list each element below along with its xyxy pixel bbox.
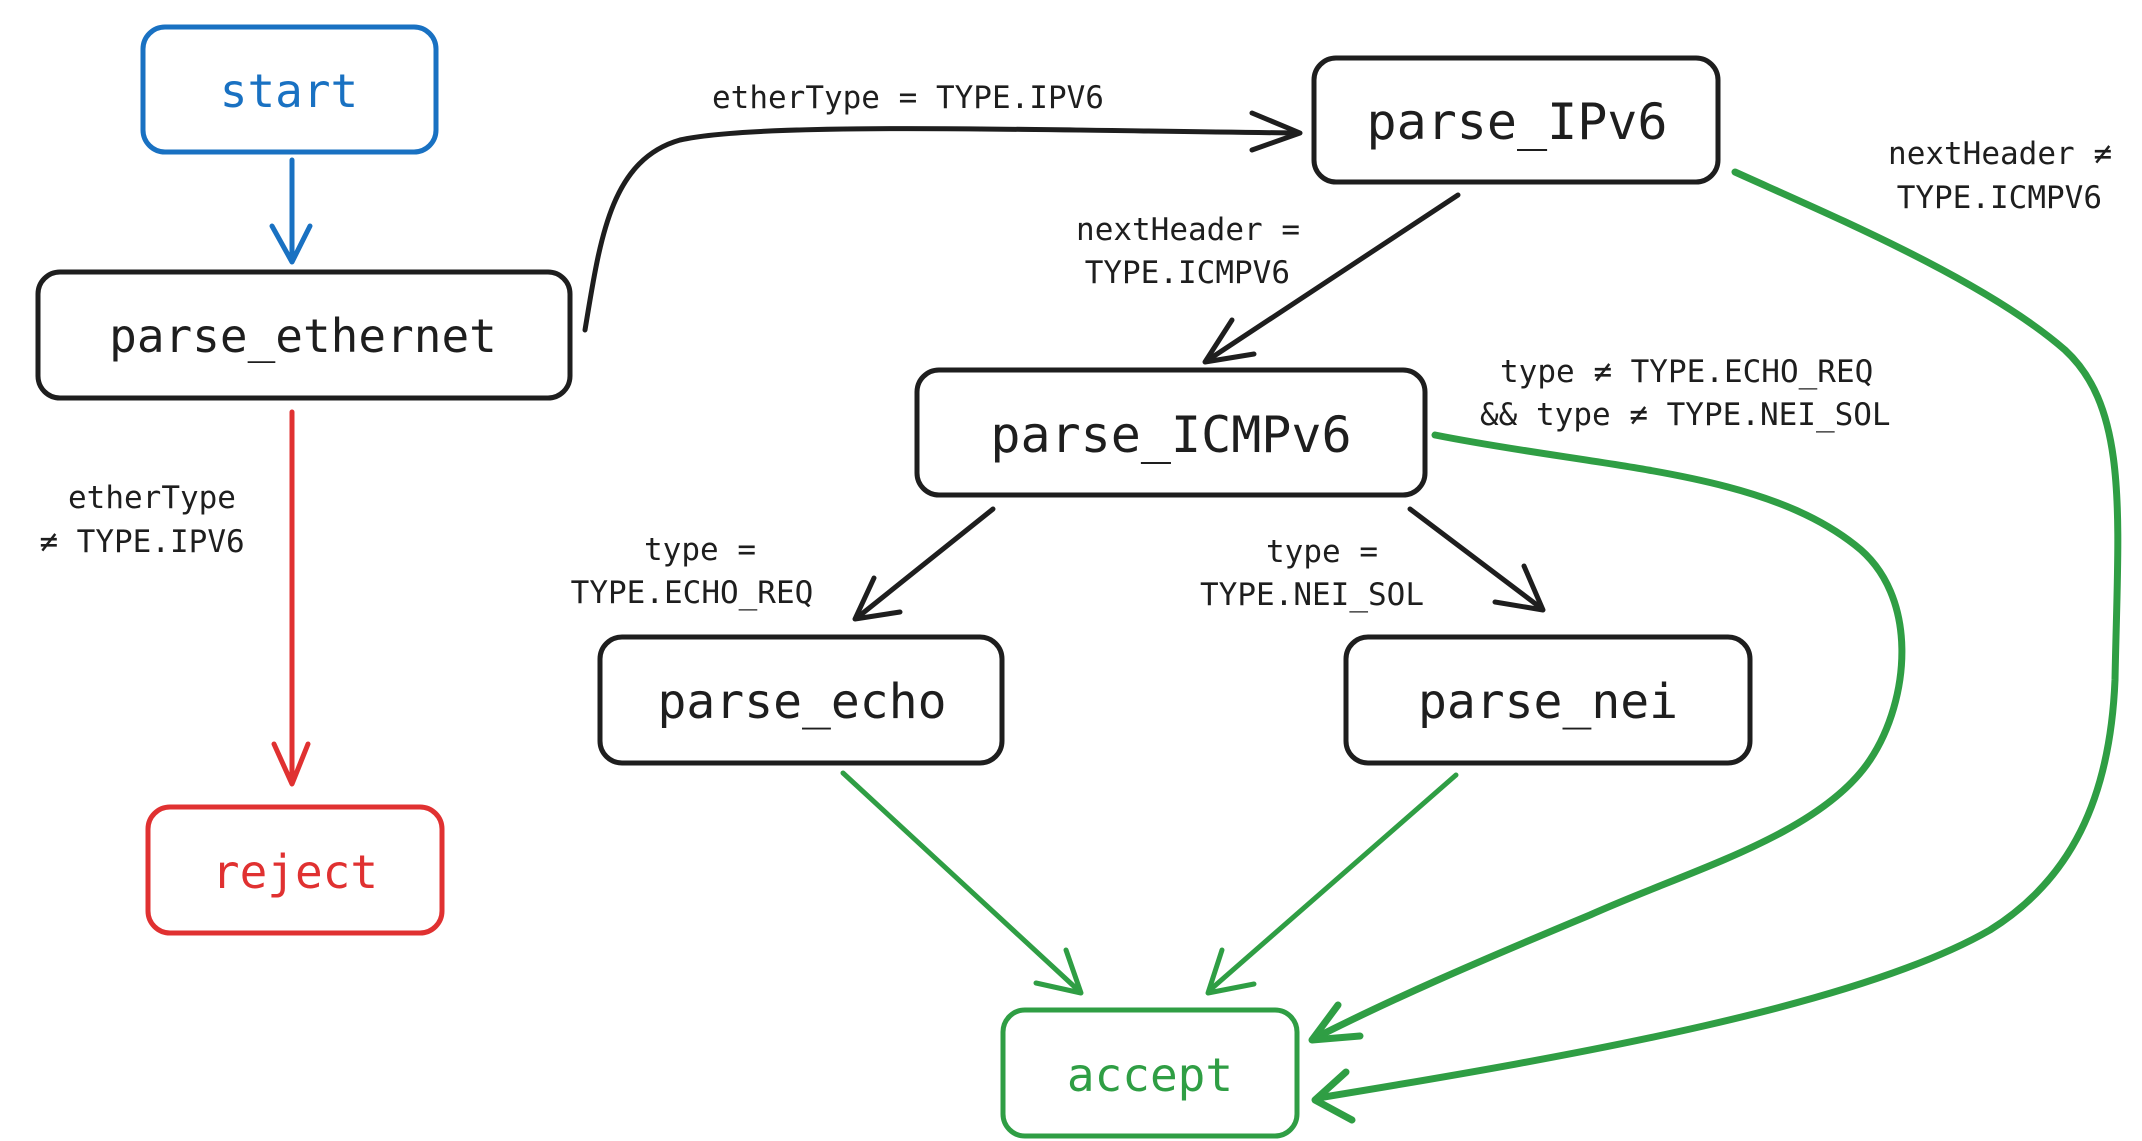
- node-reject: reject: [145, 804, 445, 936]
- arrowhead-start-to-parse-ethernet: [269, 223, 313, 265]
- label-type-eq-nei-line2: TYPE.NEI_SOL: [1200, 577, 1424, 613]
- node-accept: accept: [1000, 1007, 1300, 1139]
- node-accept-label: accept: [1067, 1048, 1233, 1102]
- node-parse-icmpv6-label: parse_ICMPv6: [990, 406, 1351, 464]
- arrowhead-parse-icmpv6-to-parse-echo: [852, 575, 903, 622]
- arrowhead-parse-ethernet-to-parse-ipv6: [1249, 110, 1303, 153]
- label-type-eq-echo-line1: type =: [644, 532, 756, 568]
- node-parse-ethernet-box: [35, 269, 573, 401]
- edge-parse-ethernet-to-parse-ipv6: [582, 126, 1301, 333]
- node-parse-ipv6: parse_IPv6: [1311, 55, 1721, 185]
- edge-labels: etherType = TYPE.IPV6 etherType ≠ TYPE.I…: [39, 80, 2112, 613]
- node-start: start: [140, 24, 439, 155]
- node-start-box: [140, 24, 439, 155]
- arrowhead-parse-icmpv6-to-accept: [1308, 1001, 1364, 1044]
- label-ethertype-eq-ipv6: etherType = TYPE.IPV6: [712, 80, 1104, 116]
- label-type-eq-echo-line2: TYPE.ECHO_REQ: [571, 575, 814, 611]
- label-nextheader-ne-line1: nextHeader ≠: [1888, 136, 2112, 172]
- edges: [269, 110, 2122, 1124]
- label-ethertype-ne-ipv6-line2: ≠ TYPE.IPV6: [39, 524, 244, 560]
- edge-parse-icmpv6-to-accept: [1311, 431, 1906, 1042]
- node-parse-nei: parse_nei: [1343, 634, 1753, 766]
- label-nextheader-eq-line2: TYPE.ICMPV6: [1085, 255, 1290, 291]
- node-reject-label: reject: [212, 845, 378, 899]
- node-parse-echo: parse_echo: [597, 634, 1005, 766]
- edge-parse-nei-to-accept: [1207, 772, 1459, 993]
- node-parse-ethernet: parse_ethernet: [35, 269, 573, 401]
- arrowhead-parse-ethernet-to-reject: [271, 741, 311, 787]
- arrowhead-parse-ipv6-to-accept: [1311, 1068, 1356, 1124]
- node-parse-ipv6-label: parse_IPv6: [1366, 93, 1667, 151]
- node-accept-box: [1000, 1007, 1300, 1139]
- nodes: start parse_ethernet parse_IPv6 parse_IC…: [35, 24, 1753, 1139]
- label-nextheader-ne-line2: TYPE.ICMPV6: [1897, 180, 2102, 216]
- edge-parse-icmpv6-to-parse-nei: [1407, 506, 1544, 611]
- label-nextheader-eq-line1: nextHeader =: [1076, 212, 1300, 248]
- node-parse-ipv6-box: [1311, 55, 1721, 185]
- node-reject-box: [145, 804, 445, 936]
- arrowhead-parse-icmpv6-to-parse-nei: [1492, 563, 1546, 613]
- edge-parse-icmpv6-to-parse-echo: [855, 506, 996, 620]
- arrowhead-parse-echo-to-accept: [1033, 947, 1084, 996]
- node-parse-nei-label: parse_nei: [1418, 674, 1678, 730]
- node-parse-icmpv6: parse_ICMPv6: [914, 367, 1428, 498]
- node-parse-echo-box: [597, 634, 1005, 766]
- node-parse-echo-label: parse_echo: [658, 674, 947, 730]
- label-ethertype-ne-ipv6-line1: etherType: [68, 480, 236, 516]
- node-parse-icmpv6-box: [914, 367, 1428, 498]
- arrowhead-parse-nei-to-accept: [1205, 947, 1257, 996]
- label-type-ne-both-line2: && type ≠ TYPE.NEI_SOL: [1480, 397, 1891, 433]
- node-parse-nei-box: [1343, 634, 1753, 766]
- arrowhead-parse-ipv6-to-parse-icmpv6: [1202, 317, 1257, 365]
- edge-parse-ipv6-to-parse-icmpv6: [1205, 192, 1461, 363]
- edge-parse-echo-to-accept: [840, 770, 1081, 993]
- node-parse-ethernet-label: parse_ethernet: [109, 309, 497, 363]
- label-type-eq-nei-line1: type =: [1266, 534, 1378, 570]
- label-type-ne-both-line1: type ≠ TYPE.ECHO_REQ: [1500, 354, 1873, 390]
- node-start-label: start: [220, 64, 358, 118]
- edge-parse-ipv6-to-accept: [1314, 168, 2122, 1102]
